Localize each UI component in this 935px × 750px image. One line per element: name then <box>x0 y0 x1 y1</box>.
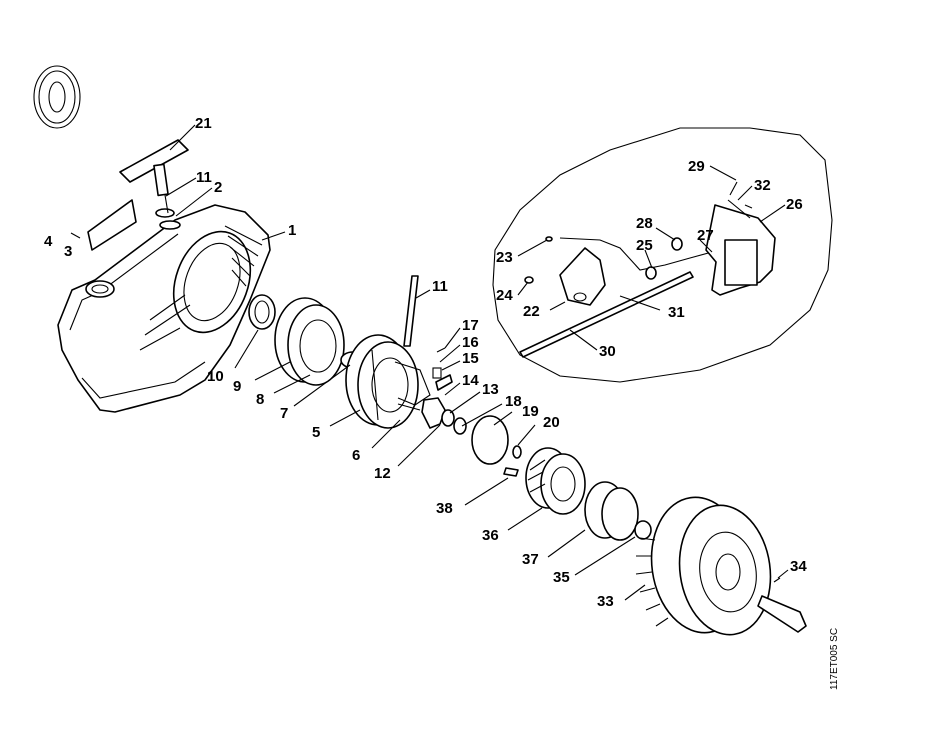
leader-lines <box>165 124 789 601</box>
label-6: 6 <box>352 447 360 464</box>
label-3: 3 <box>64 243 72 260</box>
label-23: 23 <box>496 249 513 266</box>
key-34 <box>773 577 781 583</box>
version-symbol <box>33 65 81 129</box>
label-5: 5 <box>312 424 320 441</box>
shaft-end <box>757 595 807 633</box>
label-27: 27 <box>697 227 714 244</box>
label-20: 20 <box>543 414 560 431</box>
screw-38 <box>503 467 519 477</box>
label-19: 19 <box>522 403 539 420</box>
label-7: 7 <box>280 405 288 422</box>
nut-35 <box>634 520 652 540</box>
label-16: 16 <box>462 334 479 351</box>
label-25: 25 <box>636 237 653 254</box>
label-4: 4 <box>44 233 53 250</box>
rope-rotor <box>345 334 431 429</box>
label-11-rope: 11 <box>432 278 448 295</box>
label-plate <box>87 199 137 251</box>
label-21: 21 <box>195 115 212 132</box>
label-33: 33 <box>597 593 614 610</box>
starter-rope <box>403 275 419 347</box>
label-34: 34 <box>790 558 807 575</box>
fan-housing <box>57 204 271 413</box>
nut-20 <box>512 445 522 459</box>
ignition-group-outline <box>492 127 833 383</box>
screw-4 <box>70 232 81 239</box>
label-14: 14 <box>462 372 479 389</box>
label-18: 18 <box>505 393 522 410</box>
label-26: 26 <box>786 196 803 213</box>
label-28: 28 <box>636 215 653 232</box>
label-30: 30 <box>599 343 616 360</box>
label-38: 38 <box>436 500 453 517</box>
ratchet-drum <box>525 447 586 515</box>
label-12: 12 <box>374 465 391 482</box>
label-9: 9 <box>233 378 241 395</box>
label-2: 2 <box>214 179 222 196</box>
label-15: 15 <box>462 350 479 367</box>
pawl-parts <box>397 347 467 435</box>
label-35: 35 <box>553 569 570 586</box>
label-37: 37 <box>522 551 539 568</box>
label-10: 10 <box>207 368 224 385</box>
label-32: 32 <box>754 177 771 194</box>
flywheel <box>635 496 772 636</box>
label-31: 31 <box>668 304 685 321</box>
label-13: 13 <box>482 381 499 398</box>
rope-guide-bush <box>248 294 276 330</box>
callout-labels: 21 11 2 1 4 3 10 9 8 7 5 6 11 17 16 15 1… <box>44 115 807 610</box>
label-24: 24 <box>496 287 513 304</box>
rewind-spring-housing <box>274 297 366 386</box>
reference-code: 117ET005 SC <box>829 628 840 690</box>
ignition-parts <box>519 181 776 358</box>
label-22: 22 <box>523 303 540 320</box>
label-29: 29 <box>688 158 705 175</box>
label-8: 8 <box>256 391 264 408</box>
label-17: 17 <box>462 317 479 334</box>
label-36: 36 <box>482 527 499 544</box>
starter-grip <box>119 139 189 230</box>
bearing-ring <box>584 481 639 541</box>
washer-disc <box>471 415 509 465</box>
label-1: 1 <box>288 222 296 239</box>
label-11-rope-grip: 11 <box>196 169 212 186</box>
